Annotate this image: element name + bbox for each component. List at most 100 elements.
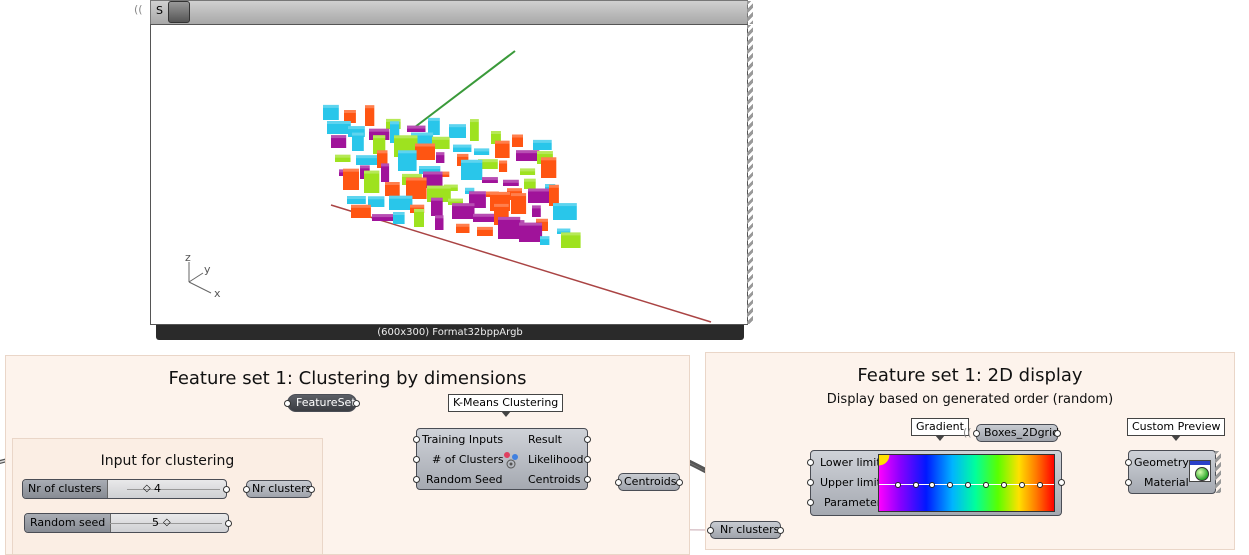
kmeans-clustering-node[interactable]: Training Inputs # of Clusters Random See… (413, 428, 591, 490)
input-upper-limit[interactable]: Upper limit (820, 476, 881, 489)
scene-box (482, 177, 498, 183)
preview-icon (1189, 460, 1211, 482)
grip-likelihood[interactable] (584, 456, 591, 463)
output-grip[interactable] (225, 520, 232, 527)
scene-box (423, 171, 443, 188)
scene-box-highlight (465, 187, 475, 191)
scene-box-highlight (452, 203, 475, 207)
input-grip[interactable] (973, 430, 980, 437)
gradient-stop[interactable] (965, 482, 971, 488)
grip-lower[interactable] (807, 459, 814, 466)
scene-box-highlight (490, 191, 510, 195)
scene-box-highlight (549, 184, 559, 188)
viewport-canvas[interactable]: z y x (150, 24, 753, 325)
grip-seed[interactable] (413, 476, 420, 483)
gradient-stop[interactable] (895, 482, 901, 488)
scene-box-highlight (435, 215, 444, 219)
scene-box-highlight (561, 232, 581, 236)
grip-parameter[interactable] (807, 499, 814, 506)
scene-box (428, 117, 440, 135)
gradient-stop[interactable] (947, 482, 953, 488)
random-seed-slider[interactable]: Random seed 5 ◇ (24, 513, 232, 533)
featureset-param[interactable]: FeatureSet (284, 394, 360, 412)
output-grip[interactable] (353, 400, 360, 407)
nr-clusters-param2-label: Nr clusters (720, 523, 780, 536)
nr-clusters-param[interactable]: Nr clusters (243, 480, 315, 498)
scene-box (532, 205, 541, 217)
input-parameter[interactable]: Parameter (824, 496, 882, 509)
scene-box-highlight (520, 168, 536, 172)
scene-box-highlight (381, 163, 390, 167)
axis-x-label: x (214, 287, 221, 300)
grip-clusters[interactable] (413, 456, 420, 463)
scene-box (519, 222, 543, 242)
viewport-header[interactable] (150, 0, 753, 24)
scene-box-highlight (512, 134, 523, 138)
input-random-seed[interactable]: Random Seed (426, 473, 503, 486)
gradient-stop[interactable] (1037, 482, 1043, 488)
gradient-stop[interactable] (1001, 482, 1007, 488)
nr-clusters-value: 4 (154, 482, 161, 495)
nr-clusters-slider[interactable]: Nr of clusters ◇ 4 (22, 479, 230, 499)
output-grip[interactable] (1054, 430, 1061, 437)
grip-material[interactable] (1125, 479, 1132, 486)
nr-clusters-param-2[interactable]: Nr clusters (707, 521, 784, 539)
grip-geometry[interactable] (1125, 459, 1132, 466)
scene-box (498, 216, 521, 239)
slider-track[interactable] (109, 523, 222, 524)
centroids-param[interactable]: Centroids (615, 473, 683, 491)
input-grip[interactable] (284, 400, 291, 407)
zigzag-edge (747, 25, 753, 324)
gradient-stop[interactable] (929, 482, 935, 488)
grip-gradient-output[interactable] (1058, 479, 1065, 486)
input-grip[interactable] (707, 527, 714, 534)
output-centroids[interactable]: Centroids (528, 473, 581, 486)
scene-box (499, 160, 508, 172)
scene-box (512, 134, 523, 147)
input-grip[interactable] (243, 486, 250, 493)
output-result[interactable]: Result (528, 433, 562, 446)
input-num-clusters[interactable]: # of Clusters (432, 453, 504, 466)
scene-box-highlight (365, 105, 375, 109)
scene-box-highlight (368, 196, 385, 200)
output-grip[interactable] (308, 486, 315, 493)
group-title-display: Feature set 1: 2D display (857, 365, 1083, 386)
scene-box-highlight (540, 236, 550, 240)
scene-box (393, 212, 405, 224)
boxes-2dgrid-param[interactable]: Boxes_2Dgrid (973, 424, 1061, 442)
scene-box (553, 203, 577, 220)
scene-box-highlight (449, 124, 466, 128)
slider-track[interactable] (127, 489, 220, 490)
scene-box (327, 121, 351, 134)
scene-box-highlight (511, 193, 527, 197)
gradient-stop[interactable] (913, 482, 919, 488)
custom-preview-node[interactable]: Geometry Material (1125, 450, 1221, 494)
output-likelihood[interactable]: Likelihood (528, 453, 584, 466)
gradient-color-bar[interactable] (878, 454, 1055, 512)
custom-preview-tag: Custom Preview (1127, 418, 1226, 441)
gradient-stop[interactable] (983, 482, 989, 488)
grip-training[interactable] (413, 436, 420, 443)
output-grip[interactable] (223, 486, 230, 493)
scene-box (398, 150, 417, 171)
zigzag-edge (747, 1, 753, 24)
scene-box-highlight (385, 182, 400, 185)
input-material[interactable]: Material (1144, 476, 1189, 489)
camera-icon[interactable] (168, 1, 190, 23)
output-grip[interactable] (676, 479, 683, 486)
input-training-inputs[interactable]: Training Inputs (422, 433, 504, 446)
grip-centroids[interactable] (584, 476, 591, 483)
scene-box (449, 124, 466, 138)
input-lower-limit[interactable]: Lower limit (820, 456, 881, 469)
slider-knob-icon[interactable]: ◇ (163, 517, 171, 528)
input-grip[interactable] (615, 479, 622, 486)
scene-box (414, 208, 424, 227)
scene-box (373, 135, 386, 154)
input-geometry[interactable]: Geometry (1134, 456, 1189, 469)
axis-gizmo (188, 262, 212, 294)
slider-knob-icon[interactable]: ◇ (143, 483, 151, 494)
output-grip[interactable] (777, 527, 784, 534)
grip-upper[interactable] (807, 479, 814, 486)
gradient-stop[interactable] (1019, 482, 1025, 488)
grip-result[interactable] (584, 436, 591, 443)
